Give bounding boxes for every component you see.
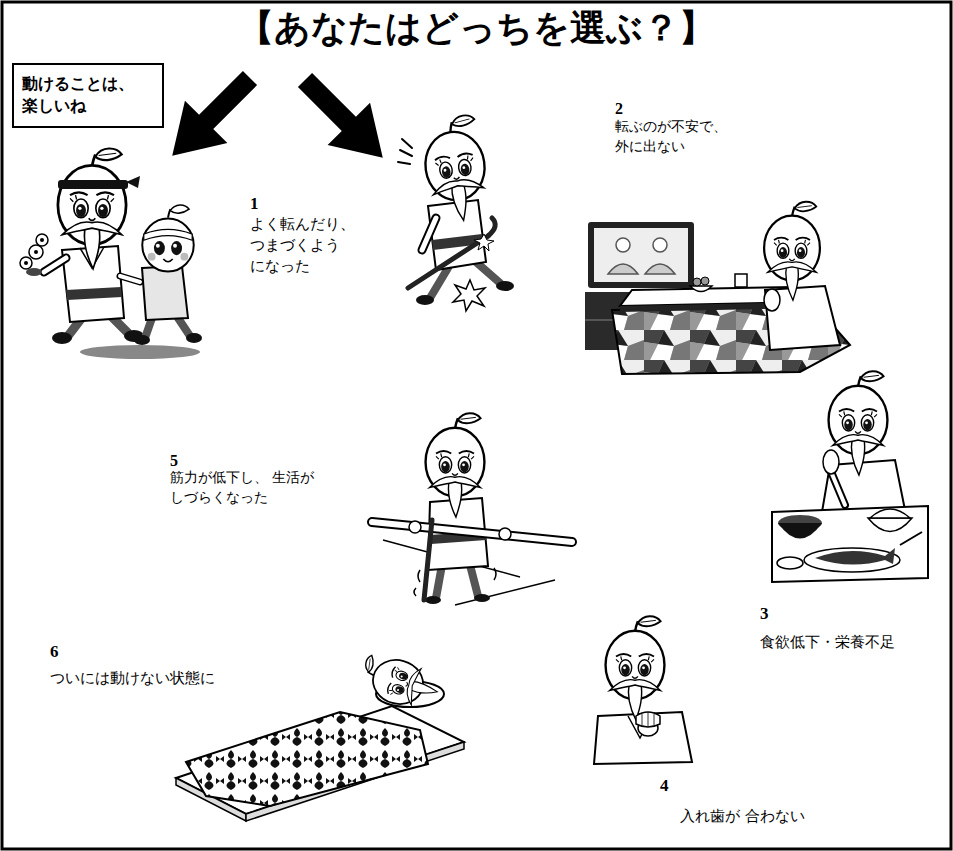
running-couple-part bbox=[20, 257, 32, 269]
bedridden-elder bbox=[176, 652, 464, 821]
tv-kotatsu-scene-part bbox=[645, 264, 675, 274]
eating-elder-part bbox=[804, 548, 900, 572]
tv-kotatsu-scene-part bbox=[653, 238, 667, 252]
running-couple-part bbox=[58, 148, 126, 268]
tv-kotatsu-scene-part bbox=[588, 222, 694, 288]
running-couple-part bbox=[66, 287, 122, 300]
running-couple-part bbox=[34, 250, 38, 254]
choice-arrows bbox=[151, 57, 404, 179]
tripping-elder bbox=[398, 114, 514, 311]
running-couple-part bbox=[142, 266, 188, 320]
tv-kotatsu-scene-part bbox=[690, 286, 712, 292]
walking-bars-elder-part bbox=[499, 528, 511, 540]
running-couple-part bbox=[120, 276, 140, 282]
callout-number: 2 bbox=[615, 98, 623, 120]
caption-text: 食欲低下・栄養不足 bbox=[760, 632, 895, 653]
running-couple-part bbox=[120, 276, 140, 282]
eating-elder-part bbox=[832, 474, 845, 505]
message-box: 動けることは、 楽しいね bbox=[12, 63, 164, 128]
tv-kotatsu-scene-part bbox=[765, 286, 840, 350]
box-text: 動けることは、 楽しいね bbox=[22, 73, 154, 118]
running-couple-part bbox=[24, 261, 28, 265]
running-couple-part bbox=[142, 205, 193, 272]
running-couple bbox=[20, 148, 202, 359]
choice-arrows-part bbox=[151, 57, 271, 177]
caption-text: 入れ歯が 合わない bbox=[680, 806, 805, 827]
caption-text: 筋力が低下し、 生活が しづらくなった bbox=[170, 468, 324, 507]
walking-bars-elder-part bbox=[424, 520, 432, 600]
denture-elder-part bbox=[636, 712, 660, 727]
tv-kotatsu-scene bbox=[585, 202, 850, 374]
tripping-elder-part bbox=[416, 295, 434, 305]
tv-kotatsu-scene-part bbox=[701, 277, 709, 285]
tripping-elder-part bbox=[488, 218, 495, 236]
running-couple-part bbox=[145, 318, 190, 338]
running-couple-part bbox=[44, 258, 66, 272]
choice-arrows-part bbox=[284, 59, 404, 179]
eating-elder-part bbox=[823, 450, 839, 474]
tripping-elder-part bbox=[422, 218, 436, 250]
tripping-elder-part bbox=[453, 280, 485, 311]
eating-elder-part bbox=[900, 532, 922, 545]
bedridden-elder-part bbox=[186, 712, 428, 806]
eating-elder-part bbox=[777, 557, 803, 569]
running-couple-part bbox=[80, 345, 200, 359]
running-couple-part bbox=[44, 258, 66, 272]
tripping-elder-part bbox=[496, 281, 514, 291]
callout-number: 3 bbox=[760, 602, 769, 626]
callout-number: 1 bbox=[250, 192, 259, 216]
tv-kotatsu-scene-part bbox=[616, 238, 630, 252]
caption-text: よく転んだり、 つまづくよう になった bbox=[250, 214, 364, 277]
caption-text: 転ぶのが不安で、 外に出ない bbox=[615, 117, 738, 156]
denture-elder-part bbox=[642, 712, 654, 727]
tripping-elder-part bbox=[422, 218, 436, 250]
page-title: 【あなたはどっちを選ぶ？】 bbox=[20, 6, 933, 49]
eating-elder-part bbox=[815, 548, 895, 565]
tv-kotatsu-scene-part bbox=[735, 274, 747, 287]
eating-elder-part bbox=[870, 509, 910, 518]
tv-kotatsu-scene-part bbox=[594, 228, 688, 282]
tv-kotatsu-scene-part bbox=[764, 202, 820, 300]
walking-bars-elder-part bbox=[426, 413, 485, 517]
callout-number: 6 bbox=[50, 640, 59, 664]
running-couple-part bbox=[58, 180, 128, 189]
eating-elder-part bbox=[778, 523, 822, 539]
walking-bars-elder-part bbox=[425, 596, 441, 604]
running-couple-part bbox=[134, 335, 150, 345]
bedridden-elder-part bbox=[358, 652, 443, 714]
caption-text: ついには動けない状態に bbox=[50, 668, 215, 689]
running-couple-part bbox=[40, 238, 44, 242]
eating-elder-part bbox=[832, 474, 845, 505]
denture-elder-part bbox=[606, 616, 665, 720]
callout-number: 4 bbox=[660, 774, 669, 798]
running-couple-part bbox=[29, 245, 43, 259]
walking-bars-elder-part bbox=[372, 522, 572, 542]
running-couple-part bbox=[52, 332, 72, 344]
tripping-elder-part bbox=[474, 234, 494, 251]
walking-bars-elder-part bbox=[474, 594, 490, 602]
walking-bars-elder-part bbox=[455, 580, 555, 605]
tv-kotatsu-scene-part bbox=[764, 289, 780, 311]
tripping-elder-part bbox=[398, 139, 412, 164]
denture-elder bbox=[594, 616, 692, 764]
eating-elder-part bbox=[772, 506, 928, 582]
denture-elder-part bbox=[594, 712, 692, 764]
tv-kotatsu-scene-part bbox=[608, 264, 638, 274]
walking-bars-elder-part bbox=[409, 521, 421, 533]
running-couple-part bbox=[186, 333, 202, 343]
walking-bars-elder-part bbox=[372, 522, 572, 542]
bedridden-elder-part bbox=[176, 706, 464, 814]
eating-elder bbox=[772, 371, 928, 582]
running-couple-part bbox=[126, 176, 140, 188]
running-couple-part bbox=[36, 234, 48, 246]
eating-elder-part bbox=[868, 518, 912, 532]
tv-kotatsu-scene-part bbox=[693, 278, 701, 286]
tripping-elder-part bbox=[419, 114, 492, 225]
walking-bars-elder bbox=[372, 413, 572, 605]
